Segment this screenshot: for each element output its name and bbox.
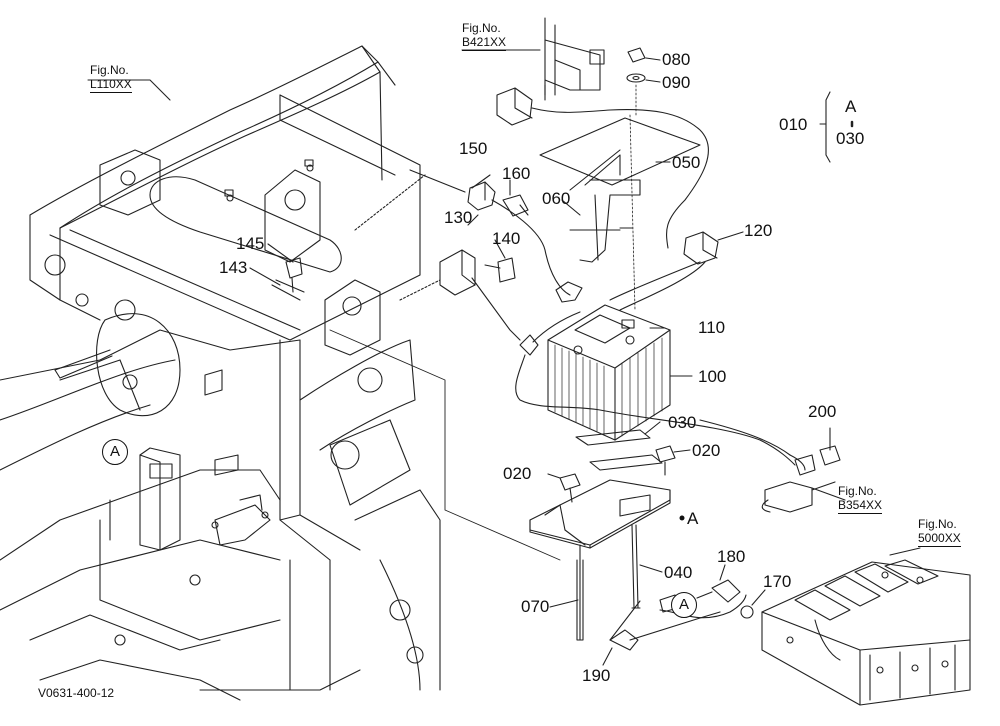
part-label-050[interactable]: 050: [672, 153, 701, 172]
part-label-030[interactable]: 030: [668, 413, 697, 432]
legend-ref: 010: [779, 115, 808, 134]
callout-a-left[interactable]: A: [102, 439, 128, 465]
fig-ref-b354-caption: Fig.No.: [838, 484, 877, 498]
part-label-090[interactable]: 090: [662, 73, 691, 92]
part-label-170[interactable]: 170: [763, 572, 792, 591]
part-label-140[interactable]: 140: [492, 229, 521, 248]
part-label-130[interactable]: 130: [444, 208, 473, 227]
part-label-160[interactable]: 160: [502, 164, 531, 183]
part-label-020-right[interactable]: 020: [692, 441, 721, 460]
part-label-150[interactable]: 150: [459, 139, 488, 158]
fig-ref-l110: Fig.No. L110XX: [90, 63, 132, 93]
harness-assembly: [329, 17, 846, 651]
fig-ref-l110-caption: Fig.No.: [90, 63, 129, 77]
callout-a-bottom[interactable]: A: [671, 592, 697, 618]
fig-ref-5000: Fig.No. 5000XX: [918, 517, 961, 547]
part-label-110[interactable]: 110: [698, 318, 726, 337]
diagram-code: V0631-400-12: [38, 686, 115, 700]
part-label-060[interactable]: 060: [542, 189, 571, 208]
part-label-120[interactable]: 120: [744, 221, 773, 240]
fig-ref-5000-caption: Fig.No.: [918, 517, 957, 531]
part-label-145[interactable]: 145: [236, 234, 265, 253]
legend-part: 030: [836, 129, 865, 148]
engine-block: [761, 547, 971, 706]
part-label-180[interactable]: 180: [717, 547, 746, 566]
legend-letter: A: [845, 97, 857, 116]
fig-ref-b354: Fig.No. B354XX: [838, 484, 883, 514]
part-label-040[interactable]: 040: [664, 563, 693, 582]
part-label-190[interactable]: 190: [582, 666, 611, 685]
fig-ref-b354-number[interactable]: B354XX: [838, 498, 883, 514]
part-label-143[interactable]: 143: [219, 258, 248, 277]
callout-a-tray[interactable]: A: [687, 509, 699, 528]
part-label-080[interactable]: 080: [662, 50, 691, 69]
fig-ref-b421: Fig.No. B421XX: [462, 21, 507, 51]
fig-ref-l110-number[interactable]: L110XX: [90, 77, 132, 93]
fig-ref-b421-number[interactable]: B421XX: [462, 35, 507, 51]
part-label-200[interactable]: 200: [808, 402, 837, 421]
fig-ref-5000-number[interactable]: 5000XX: [918, 531, 961, 547]
part-label-100[interactable]: 100: [698, 367, 727, 386]
part-label-070[interactable]: 070: [521, 597, 550, 616]
fig-ref-b421-caption: Fig.No.: [462, 21, 501, 35]
part-label-020-left[interactable]: 020: [503, 464, 532, 483]
loader-frame: [0, 45, 441, 701]
